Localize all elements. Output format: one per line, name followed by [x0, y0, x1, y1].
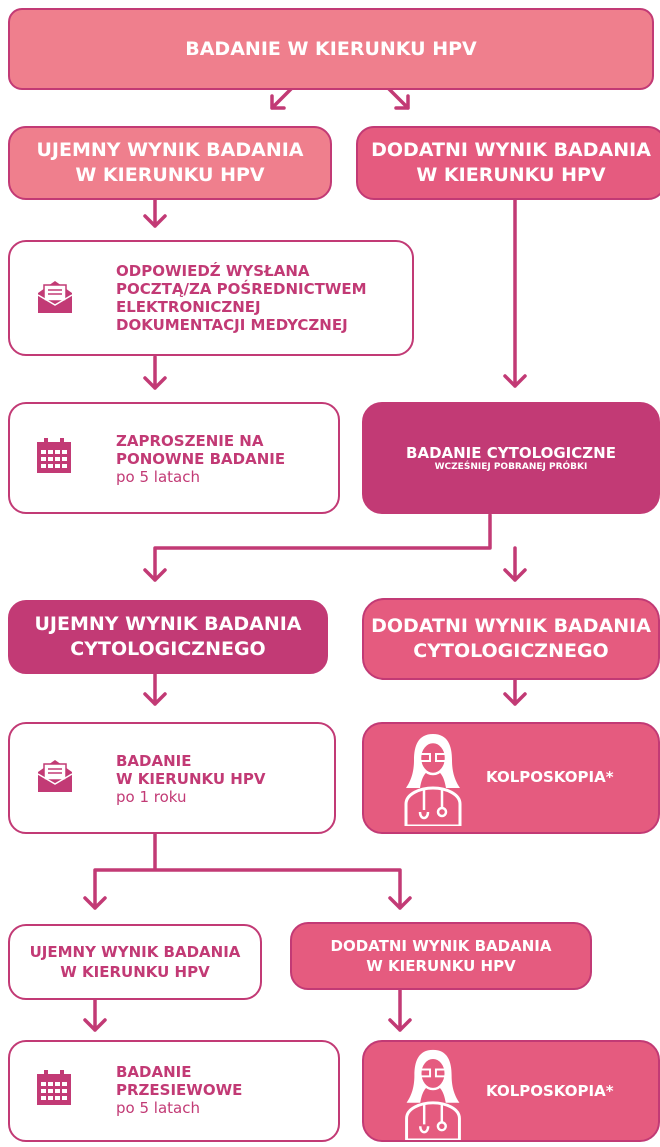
cytology-title: BADANIE CYTOLOGICZNE	[406, 443, 616, 462]
arrow-top-left	[270, 86, 294, 110]
arrow-response-invite	[143, 355, 167, 390]
invite-sub: po 5 latach	[116, 468, 200, 486]
negative-hpv-box: UJEMNY WYNIK BADANIA W KIERUNKU HPV	[8, 126, 332, 200]
positive-cytology-box: DODATNI WYNIK BADANIA CYTOLOGICZNEGO	[362, 598, 660, 680]
hpv-retest-text: BADANIE W KIERUNKU HPV po 1 roku	[116, 752, 265, 806]
envelope-icon	[37, 281, 73, 313]
positive-hpv-2-line-2: W KIERUNKU HPV	[366, 957, 516, 975]
negative-cytology-line-2: CYTOLOGICZNEGO	[70, 638, 266, 660]
line-retest-split	[83, 830, 412, 910]
screening-line-2: PRZESIEWOWE	[116, 1081, 243, 1099]
invite-line-1: ZAPROSZENIE NA	[116, 432, 264, 450]
positive-hpv-2-line-1: DODATNI WYNIK BADANIA	[330, 937, 552, 955]
response-line-1: ODPOWIEDŹ WYSŁANA	[116, 262, 310, 280]
positive-cytology-line-2: CYTOLOGICZNEGO	[413, 640, 609, 662]
envelope-icon	[37, 760, 73, 792]
positive-hpv-box: DODATNI WYNIK BADANIA W KIERUNKU HPV	[356, 126, 660, 200]
negative-hpv-line-2: W KIERUNKU HPV	[75, 164, 265, 186]
invite-line-2: PONOWNE BADANIE	[116, 450, 286, 468]
arrow-neg2-screening	[83, 998, 107, 1032]
negative-hpv-2-line-1: UJEMNY WYNIK BADANIA	[29, 943, 241, 961]
hpv-test-title: BADANIE W KIERUNKU HPV	[185, 37, 477, 60]
cytology-box: BADANIE CYTOLOGICZNE WCZEŚNIEJ POBRANEJ …	[362, 402, 660, 514]
positive-cytology-line-1: DODATNI WYNIK BADANIA	[371, 615, 651, 637]
colposcopy-label-1: KOLPOSKOPIA*	[486, 768, 614, 786]
positive-hpv-box-2: DODATNI WYNIK BADANIA W KIERUNKU HPV	[290, 922, 592, 990]
arrow-negcyto-retest	[143, 672, 167, 706]
arrow-top-right	[386, 86, 410, 110]
screening-line-1: BADANIE	[116, 1063, 192, 1081]
response-box	[8, 240, 414, 356]
positive-hpv-line-1: DODATNI WYNIK BADANIA	[371, 139, 651, 161]
response-line-4: DOKUMENTACJI MEDYCZNEJ	[116, 316, 348, 334]
hpv-retest-line-2: W KIERUNKU HPV	[116, 770, 266, 788]
doctor-icon	[404, 734, 462, 826]
hpv-test-box: BADANIE W KIERUNKU HPV	[8, 8, 654, 90]
calendar-icon	[37, 1070, 71, 1105]
arrow-pos2-colpo2	[388, 988, 412, 1032]
negative-cytology-line-1: UJEMNY WYNIK BADANIA	[34, 613, 302, 635]
cytology-subtitle: WCZEŚNIEJ POBRANEJ PRÓBKI	[434, 461, 588, 472]
negative-hpv-box-2: UJEMNY WYNIK BADANIA W KIERUNKU HPV	[8, 924, 262, 1000]
negative-cytology-box: UJEMNY WYNIK BADANIA CYTOLOGICZNEGO	[8, 600, 328, 674]
negative-hpv-line-1: UJEMNY WYNIK BADANIA	[36, 139, 304, 161]
hpv-retest-sub: po 1 roku	[116, 788, 187, 806]
arrow-pos-cyto	[503, 194, 527, 388]
hpv-retest-line-1: BADANIE	[116, 752, 192, 770]
colposcopy-box-2: KOLPOSKOPIA*	[362, 1040, 660, 1142]
arrow-neg-response	[143, 196, 167, 228]
response-line-2: POCZTĄ/ZA POŚREDNICTWEM	[116, 280, 367, 298]
screening-sub: po 5 latach	[116, 1099, 200, 1117]
positive-hpv-line-2: W KIERUNKU HPV	[416, 164, 606, 186]
colposcopy-label-2: KOLPOSKOPIA*	[486, 1082, 614, 1100]
line-cyto-split	[143, 513, 527, 582]
response-line-3: ELEKTRONICZNEJ	[116, 298, 261, 316]
screening-text: BADANIE PRZESIEWOWE po 5 latach	[116, 1063, 242, 1117]
negative-hpv-2-line-2: W KIERUNKU HPV	[60, 963, 210, 981]
calendar-icon	[37, 438, 71, 473]
arrow-poscyto-colpo	[503, 678, 527, 706]
doctor-icon	[405, 1049, 461, 1140]
invite-text: ZAPROSZENIE NA PONOWNE BADANIE po 5 lata…	[116, 432, 285, 486]
response-text: ODPOWIEDŹ WYSŁANA POCZTĄ/ZA POŚREDNICTWE…	[116, 262, 367, 334]
